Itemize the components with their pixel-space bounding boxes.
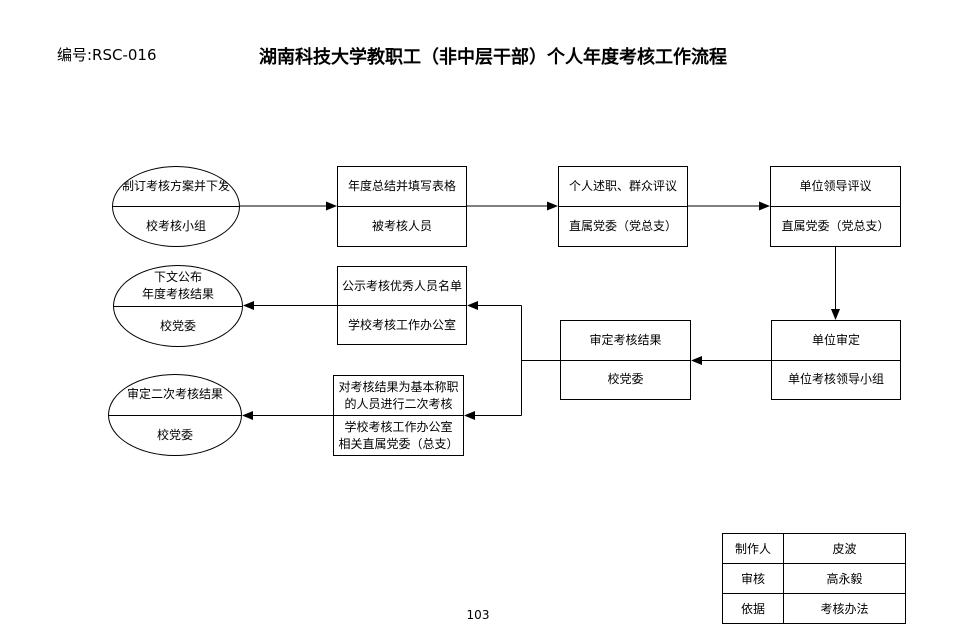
- node-action-label-2: 的人员进行二次考核: [344, 396, 453, 411]
- node-action-label: 个人述职、群众评议: [568, 179, 677, 193]
- table-row-value: 高永毅: [783, 563, 906, 594]
- page-number: 103: [466, 608, 490, 622]
- flow-node-approve-second: 审定二次考核结果 校党委: [108, 374, 242, 456]
- table-row-label: 依据: [722, 593, 784, 624]
- node-bottom-section: 校党委: [561, 361, 690, 400]
- flow-node-report: 个人述职、群众评议 直属党委（党总支）: [558, 166, 688, 247]
- node-top-section: 审定二次考核结果: [109, 375, 241, 416]
- arrowhead-into-publicize: [467, 301, 478, 310]
- node-bottom-section: 校党委: [114, 307, 242, 347]
- flow-node-announce: 下文公布 年度考核结果 校党委: [113, 265, 243, 347]
- table-row: 依据 考核办法: [722, 593, 906, 624]
- table-row-value: 考核办法: [783, 593, 906, 624]
- node-actor-label: 单位考核领导小组: [787, 372, 884, 387]
- node-top-section: 制订考核方案并下发: [113, 167, 239, 207]
- node-top-section: 下文公布 年度考核结果: [114, 266, 242, 307]
- table-row: 审核 高永毅: [722, 563, 906, 594]
- node-action-label: 单位审定: [811, 332, 860, 347]
- flow-node-approve-results: 审定考核结果 校党委: [560, 320, 691, 400]
- node-top-section: 审定考核结果: [561, 321, 690, 361]
- table-row-value: 皮波: [783, 533, 906, 564]
- node-bottom-section: 单位考核领导小组: [772, 361, 900, 400]
- node-actor-label-2: 相关直属党委（总支）: [338, 436, 459, 451]
- arrowhead-into-report: [547, 201, 558, 211]
- flow-node-unit-approval: 单位审定 单位考核领导小组: [771, 320, 901, 400]
- node-action-label: 公示考核优秀人员名单: [341, 278, 462, 293]
- node-bottom-section: 学校考核工作办公室: [338, 306, 466, 344]
- arrowhead-into-second: [464, 411, 475, 420]
- node-actor-label: 学校考核工作办公室: [347, 317, 456, 332]
- node-actor-label: 校党委: [607, 372, 644, 387]
- table-row: 制作人 皮波: [722, 533, 906, 564]
- node-action-label: 制订考核方案并下发: [121, 179, 230, 193]
- node-top-section: 年度总结并填写表格: [338, 167, 466, 207]
- node-actor-label: 校党委: [159, 318, 196, 333]
- doc-number: 编号:RSC-016: [57, 46, 157, 64]
- flow-node-leader-review: 单位领导评议 直属党委（党总支）: [770, 166, 901, 247]
- node-top-section: 单位领导评议: [771, 167, 900, 207]
- arrowhead-into-leader: [759, 201, 770, 211]
- flow-node-summary: 年度总结并填写表格 被考核人员: [337, 166, 467, 247]
- node-top-section: 单位审定: [772, 321, 900, 361]
- info-table: 制作人 皮波 审核 高永毅 依据 考核办法: [722, 533, 906, 624]
- arrowhead-into-announce: [243, 301, 254, 310]
- node-top-section: 个人述职、群众评议: [559, 167, 687, 207]
- node-actor-label: 被考核人员: [371, 219, 432, 233]
- node-bottom-section: 直属党委（党总支）: [559, 207, 687, 246]
- node-actor-label: 学校考核工作办公室: [344, 419, 453, 434]
- flow-node-publicize: 公示考核优秀人员名单 学校考核工作办公室: [337, 266, 467, 345]
- table-row-label: 制作人: [722, 533, 784, 564]
- node-bottom-section: 直属党委（党总支）: [771, 207, 900, 246]
- arrowhead-into-approve2: [242, 411, 253, 420]
- node-action-label: 对考核结果为基本称职: [338, 379, 459, 394]
- node-actor-label: 直属党委（党总支）: [781, 219, 890, 233]
- node-action-label: 下文公布: [153, 269, 202, 284]
- node-bottom-section: 校考核小组: [113, 207, 239, 246]
- arrowhead-into-unit: [831, 309, 840, 320]
- flow-node-second-assessment: 对考核结果为基本称职 的人员进行二次考核 学校考核工作办公室 相关直属党委（总支…: [333, 375, 464, 456]
- node-actor-label: 校考核小组: [145, 219, 206, 233]
- page-title: 湖南科技大学教职工（非中层干部）个人年度考核工作流程: [259, 47, 727, 68]
- arrowhead-into-summary: [326, 201, 337, 211]
- node-top-section: 对考核结果为基本称职 的人员进行二次考核: [334, 376, 463, 416]
- node-actor-label: 直属党委（党总支）: [568, 219, 677, 233]
- node-bottom-section: 被考核人员: [338, 207, 466, 246]
- flow-node-plan: 制订考核方案并下发 校考核小组: [112, 166, 240, 247]
- node-actor-label: 校党委: [156, 427, 193, 442]
- node-action-label: 审定二次考核结果: [126, 387, 223, 402]
- node-action-label: 单位领导评议: [799, 179, 872, 193]
- table-row-label: 审核: [722, 563, 784, 594]
- node-bottom-section: 学校考核工作办公室 相关直属党委（总支）: [334, 416, 463, 455]
- node-bottom-section: 校党委: [109, 416, 241, 456]
- arrowhead-into-approve: [691, 356, 702, 365]
- node-top-section: 公示考核优秀人员名单: [338, 267, 466, 306]
- node-action-label: 年度总结并填写表格: [347, 179, 456, 193]
- node-action-label: 审定考核结果: [589, 332, 662, 347]
- node-action-label-2: 年度考核结果: [141, 286, 214, 301]
